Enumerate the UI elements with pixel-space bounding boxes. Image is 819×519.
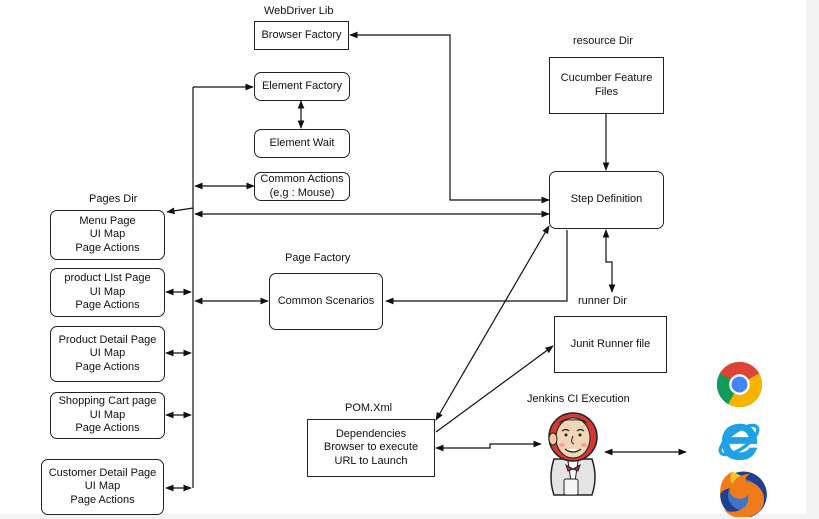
common-actions-text: Common Actions <box>260 173 344 185</box>
menu-page-box: Menu Page UI Map Page Actions <box>50 210 165 260</box>
product-list-page-actions: Page Actions <box>75 299 140 312</box>
pom-browser-to-execute: Browser to execute <box>323 441 419 454</box>
page-factory-label: Page Factory <box>285 252 351 264</box>
browser-factory-box: Browser Factory <box>254 21 349 50</box>
product-detail-page-title: Product Detail Page <box>58 333 157 346</box>
browser-step-arrow <box>349 31 550 204</box>
shopping-cart-page-box: Shopping Cart page UI Map Page Actions <box>50 392 165 439</box>
step-definition-text: Step Definition <box>570 193 643 206</box>
element-factory-text: Element Factory <box>261 79 343 92</box>
common-actions-subtext: (e,g : Mouse) <box>269 186 335 199</box>
pom-xml-label: POM.Xml <box>345 402 393 414</box>
pom-jenkins-arrow <box>435 440 542 452</box>
cucumber-feature-line1: Cucumber Feature <box>560 72 653 84</box>
step-definition-box: Step Definition <box>549 171 664 229</box>
customer-detail-page-ui-map: UI Map <box>84 480 121 493</box>
common-scenarios-box: Common Scenarios <box>269 273 383 330</box>
bottom-border <box>0 514 819 519</box>
element-factory-box: Element Factory <box>254 72 350 101</box>
shopping-cart-page-actions: Page Actions <box>75 422 140 435</box>
browser-factory-text: Browser Factory <box>261 28 342 41</box>
pom-runner-arrow <box>435 345 554 433</box>
menu-page-ui-map: UI Map <box>89 228 126 241</box>
step-runner-arrow <box>602 229 616 293</box>
pom-step-arrow <box>435 225 550 421</box>
firefox-icon <box>720 471 767 517</box>
customer-detail-page-title: Customer Detail Page <box>48 466 157 479</box>
element-wait-text: Element Wait <box>269 136 335 149</box>
jenkins-icon <box>548 412 598 496</box>
product-list-page-title: product LIst Page <box>64 272 151 285</box>
resource-dir-label: resource Dir <box>573 35 633 47</box>
product-detail-page-actions: Page Actions <box>75 360 140 373</box>
common-scenarios-text: Common Scenarios <box>277 294 375 307</box>
customer-detail-page-box: Customer Detail Page UI Map Page Actions <box>41 459 164 515</box>
ie-icon <box>718 423 760 461</box>
product-list-page-ui-map: UI Map <box>89 285 126 298</box>
common-actions-box: Common Actions (e,g : Mouse) <box>254 172 350 201</box>
chrome-icon <box>716 361 763 408</box>
jenkins-ci-label: Jenkins CI Execution <box>527 393 630 405</box>
junit-runner-text: Junit Runner file <box>570 337 651 350</box>
runner-dir-label: runner Dir <box>578 295 627 307</box>
cucumber-feature-line2: Files <box>594 85 619 98</box>
pom-box: Dependencies Browser to execute URL to L… <box>307 419 435 477</box>
cucumber-feature-box: Cucumber Feature Files <box>549 57 664 114</box>
menu-page-title: Menu Page <box>79 214 136 227</box>
product-detail-page-box: Product Detail Page UI Map Page Actions <box>50 326 165 382</box>
product-list-page-box: product LIst Page UI Map Page Actions <box>50 268 165 317</box>
pages-dir-label: Pages Dir <box>89 193 138 205</box>
right-border <box>806 0 819 519</box>
menu-page-actions: Page Actions <box>75 241 140 254</box>
pom-dependencies: Dependencies <box>335 427 407 440</box>
shopping-cart-page-title: Shopping Cart page <box>58 395 157 408</box>
bus-pages-dir-arrow <box>166 207 194 215</box>
webdriver-lib-label: WebDriver Lib <box>264 5 334 17</box>
junit-runner-box: Junit Runner file <box>554 316 667 373</box>
product-detail-page-ui-map: UI Map <box>89 347 126 360</box>
element-wait-box: Element Wait <box>254 129 350 158</box>
customer-detail-page-actions: Page Actions <box>70 493 135 506</box>
shopping-cart-page-ui-map: UI Map <box>89 408 126 421</box>
pom-url-to-launch: URL to Launch <box>334 454 408 467</box>
